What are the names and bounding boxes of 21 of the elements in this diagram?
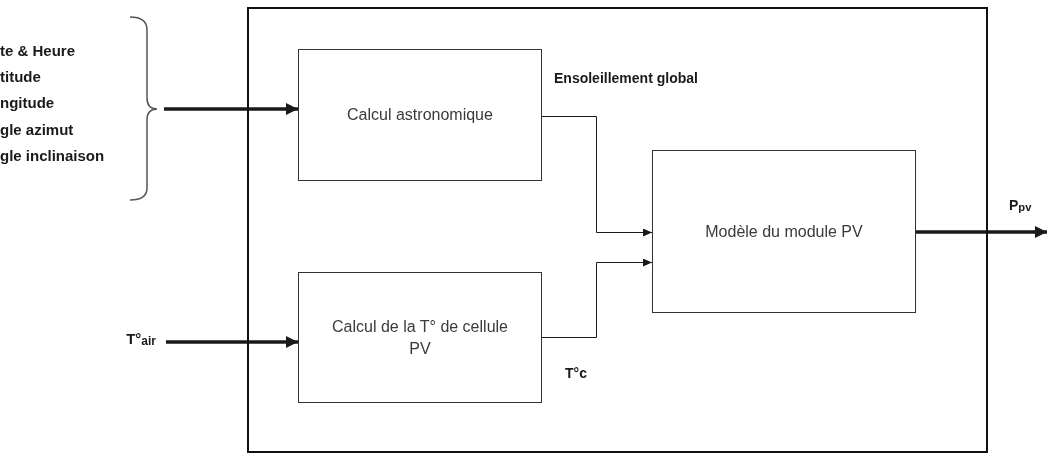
input-label: ngitude [0,93,55,114]
arrow [166,336,298,348]
arrow [541,116,653,237]
process-box [298,49,542,181]
arrow [916,226,1047,238]
boundary-frame [247,7,988,453]
signal-label: T°$_{air}$ [96,328,166,350]
process-label: Modèle du module PV [705,221,863,242]
edge-label: Ensoleillement global [554,69,698,87]
process-box [298,272,542,403]
edge-label: P$_{pv}$ [1009,196,1032,214]
arrow [164,103,298,115]
input-label: te & Heure [0,41,76,61]
process-box [652,150,916,313]
process-label: Calcul de la T° de cellule PV [331,316,509,359]
input-label: titude [0,67,41,88]
edge-label: T°c [565,364,587,382]
arrow [541,258,653,338]
process-label: Calcul astronomique [347,105,493,125]
input-label: gle azimut [0,119,74,140]
input-label: gle inclinaison [0,145,105,166]
